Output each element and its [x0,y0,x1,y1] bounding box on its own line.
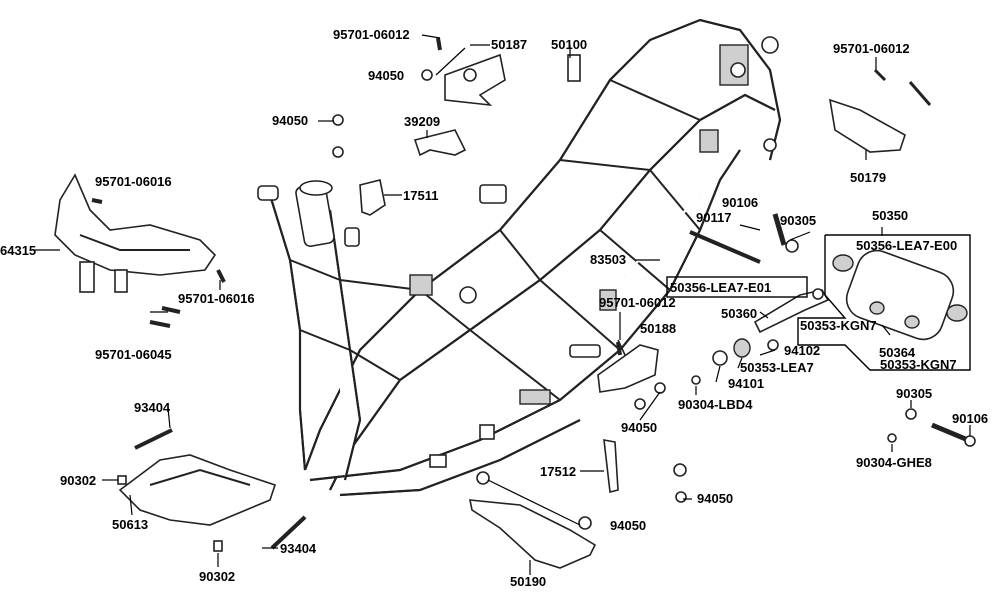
label-90304-ghe8: 90304-GHE8 [856,455,932,470]
label-50356-lea7-e00: 50356-LEA7-E00 [856,238,957,253]
label-50353-kgn7-left: 50353-KGN7 [800,318,877,333]
label-17511: 17511 [403,188,438,203]
label-17512: 17512 [540,464,576,479]
label-90302-top: 90302 [60,473,96,488]
label-94101: 94101 [728,376,764,391]
label-50100: 50100 [551,37,587,52]
label-95701-06012-right: 95701-06012 [833,41,910,56]
label-95701-06012-top: 95701-06012 [333,27,410,42]
main-frame-drawing [257,18,782,497]
label-50364: 50364 [879,345,916,360]
label-90106-bottom: 90106 [952,411,988,426]
label-90117: 90117 [696,210,731,225]
label-95701-06016-mid: 95701-06016 [178,291,255,306]
label-90106-top: 90106 [722,195,758,210]
label-94050-top: 94050 [368,68,404,83]
label-94102: 94102 [784,343,820,358]
label-90305-bottom: 90305 [896,386,932,401]
label-50188: 50188 [640,321,676,336]
label-90302-bottom: 90302 [199,569,235,584]
label-94050-mid: 94050 [621,420,657,435]
component-parts [54,37,976,569]
label-95701-06016-top: 95701-06016 [95,174,172,189]
label-94050-bottom: 94050 [610,518,646,533]
label-50190: 50190 [510,574,546,589]
label-93404-top: 93404 [134,400,171,415]
label-50179: 50179 [850,170,886,185]
leader-lines [34,34,971,575]
label-94050-right: 94050 [697,491,733,506]
box-50356-lea7-e01 [666,276,808,298]
label-50360: 50360 [721,306,757,321]
part-labels: 95701-06012 94050 50187 50100 95701-0601… [0,27,988,589]
label-90305-top: 90305 [780,213,816,228]
label-39209: 39209 [404,114,440,129]
label-50613: 50613 [112,517,148,532]
label-95701-06045: 95701-06045 [95,347,172,362]
label-93404-bottom: 93404 [280,541,317,556]
label-50187: 50187 [491,37,527,52]
label-90304-lbd4: 90304-LBD4 [678,397,753,412]
callout-boxes [666,234,971,371]
box-50350-assembly [797,234,971,371]
label-94050-left: 94050 [272,113,308,128]
label-50350: 50350 [872,208,908,223]
label-50353-lea7: 50353-LEA7 [740,360,814,375]
label-95701-06012-mid: 95701-06012 [599,295,676,310]
label-50353-kgn7-right: 50353-KGN7 [880,357,957,372]
label-64315: 64315 [0,243,36,258]
label-83503: 83503 [590,252,626,267]
label-50356-lea7-e01: 50356-LEA7-E01 [670,280,771,295]
